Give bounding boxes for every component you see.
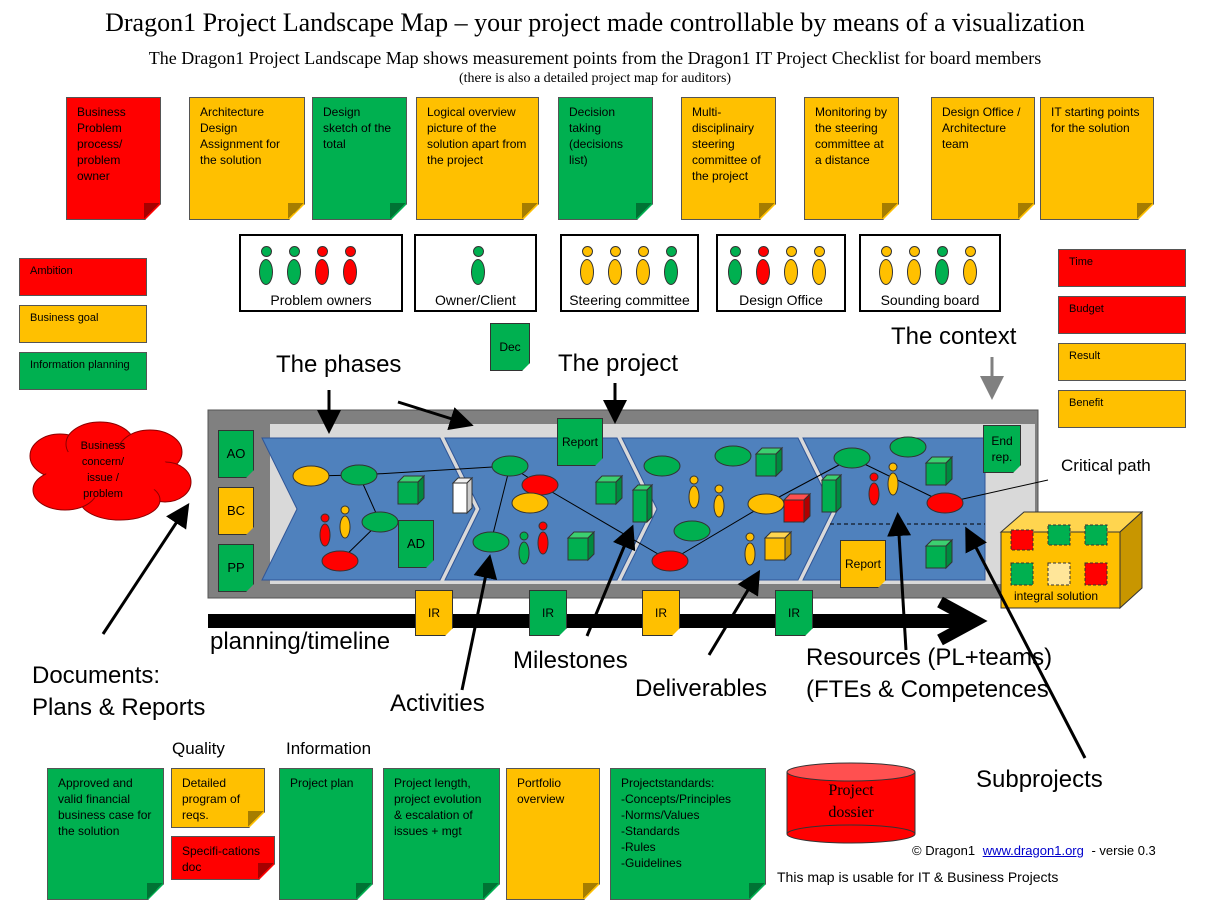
label-information: Information bbox=[286, 739, 372, 758]
legend-benefit: Benefit bbox=[1058, 390, 1186, 428]
ir-doc-1: IR bbox=[415, 590, 453, 636]
footer-link[interactable]: www.dragon1.org bbox=[982, 843, 1084, 858]
note-specifications-doc: Specifi-cations doc bbox=[171, 836, 275, 880]
label-planning-timeline: planning/timeline bbox=[210, 628, 391, 655]
footer-version: - versie 0.3 bbox=[1091, 843, 1156, 858]
person-icon bbox=[580, 246, 594, 285]
label-subprojects: Subprojects bbox=[976, 766, 1103, 793]
ir-doc-2: IR bbox=[529, 590, 567, 636]
business-concern-cloud bbox=[29, 421, 192, 521]
page-title: Dragon1 Project Landscape Map – your pro… bbox=[105, 8, 1085, 37]
doc-bc: BC bbox=[218, 487, 254, 535]
stakeholder-label: Design Office bbox=[739, 292, 823, 308]
stakeholder-design-office: Design Office bbox=[716, 234, 846, 312]
label-quality: Quality bbox=[172, 739, 225, 758]
ir-doc-4: IR bbox=[775, 590, 813, 636]
label-deliverables: Deliverables bbox=[635, 675, 768, 702]
footer-line: © Dragon1 www.dragon1.org - versie 0.3 bbox=[912, 843, 1156, 858]
note-portfolio-overview: Portfolio overview bbox=[506, 768, 600, 900]
note-program-of-reqs: Detailed program of reqs. bbox=[171, 768, 265, 828]
person-icon bbox=[907, 246, 921, 285]
stakeholder-steering-committee: Steering committee bbox=[560, 234, 699, 312]
note-architecture-design-assignment: Architecture Design Assignment for the s… bbox=[189, 97, 305, 220]
stakeholder-label: Steering committee bbox=[569, 292, 690, 308]
integral-solution-box bbox=[999, 510, 1144, 610]
label-milestones: Milestones bbox=[513, 647, 628, 674]
note-design-sketch: Design sketch of the total bbox=[312, 97, 407, 220]
critical-path-label: Critical path bbox=[1061, 456, 1151, 475]
person-icon bbox=[879, 246, 893, 285]
footer-usable: This map is usable for IT & Business Pro… bbox=[777, 869, 1059, 885]
legend-ambition: Ambition bbox=[19, 258, 147, 296]
note-project-plan: Project plan bbox=[279, 768, 373, 900]
timeline-arrowhead bbox=[937, 596, 988, 646]
report-doc-phase-2: Report bbox=[557, 418, 603, 466]
person-icon bbox=[784, 246, 798, 285]
note-monitoring: Monitoring by the steering committee at … bbox=[804, 97, 899, 220]
note-projectstandards: Projectstandards: -Concepts/Principles -… bbox=[610, 768, 766, 900]
page-subtitle: The Dragon1 Project Landscape Map shows … bbox=[148, 48, 1042, 68]
label-plans-reports: Plans & Reports bbox=[32, 694, 206, 721]
stakeholder-problem-owners: Problem owners bbox=[239, 234, 403, 312]
project-dossier-cylinder bbox=[786, 762, 916, 844]
label-activities: Activities bbox=[390, 690, 485, 717]
person-icon bbox=[608, 246, 622, 285]
stakeholder-label: Owner/Client bbox=[435, 292, 516, 308]
person-icon bbox=[756, 246, 770, 285]
person-icon bbox=[728, 246, 742, 285]
stakeholder-sounding-board: Sounding board bbox=[859, 234, 1001, 312]
label-ftes: (FTEs & Competences bbox=[806, 676, 1049, 703]
stakeholder-owner-client: Owner/Client bbox=[414, 234, 537, 312]
legend-budget: Budget bbox=[1058, 296, 1186, 334]
note-business-case: Approved and valid financial business ca… bbox=[47, 768, 164, 900]
note-it-starting-points: IT starting points for the solution bbox=[1040, 97, 1154, 220]
doc-pp: PP bbox=[218, 544, 254, 592]
note-business-problem: Business Problem process/ problem owner bbox=[66, 97, 161, 220]
person-icon bbox=[812, 246, 826, 285]
business-concern-label: Business concern/ issue / problem bbox=[80, 440, 126, 500]
page-note: (there is also a detailed project map fo… bbox=[458, 71, 732, 86]
report-doc-phase-4: Report bbox=[840, 540, 886, 588]
person-icon bbox=[963, 246, 977, 285]
legend-time: Time bbox=[1058, 249, 1186, 287]
person-icon bbox=[315, 246, 329, 285]
legend-business-goal: Business goal bbox=[19, 305, 147, 343]
person-icon bbox=[664, 246, 678, 285]
decision-doc: Dec bbox=[490, 323, 530, 371]
ir-doc-3: IR bbox=[642, 590, 680, 636]
person-icon bbox=[636, 246, 650, 285]
person-icon bbox=[935, 246, 949, 285]
legend-information-planning: Information planning bbox=[19, 352, 147, 390]
stakeholder-label: Problem owners bbox=[270, 292, 372, 308]
note-logical-overview: Logical overview picture of the solution… bbox=[416, 97, 539, 220]
note-project-length: Project length, project evolution & esca… bbox=[383, 768, 500, 900]
legend-result: Result bbox=[1058, 343, 1186, 381]
person-icon bbox=[287, 246, 301, 285]
note-steering-committee: Multi-disciplinairy steering committee o… bbox=[681, 97, 776, 220]
label-documents: Documents: bbox=[32, 662, 161, 689]
doc-ao: AO bbox=[218, 430, 254, 478]
note-design-office: Design Office / Architecture team bbox=[931, 97, 1035, 220]
doc-ad: AD bbox=[398, 520, 434, 568]
end-report-doc: End rep. bbox=[983, 425, 1021, 473]
label-resources: Resources (PL+teams) bbox=[806, 644, 1053, 671]
stakeholder-label: Sounding board bbox=[880, 292, 980, 308]
integral-solution-label: integral solution bbox=[1014, 589, 1099, 603]
footer-copyright: © Dragon1 bbox=[912, 843, 976, 858]
note-decision-taking: Decision taking (decisions list) bbox=[558, 97, 653, 220]
label-the-context: The context bbox=[891, 323, 1017, 350]
person-icon bbox=[343, 246, 357, 285]
person-icon bbox=[259, 246, 273, 285]
label-the-phases: The phases bbox=[276, 351, 402, 378]
timeline-bar bbox=[208, 614, 968, 628]
label-the-project: The project bbox=[558, 350, 679, 377]
person-icon bbox=[471, 246, 485, 285]
project-dossier-label: Project dossier bbox=[828, 782, 874, 821]
